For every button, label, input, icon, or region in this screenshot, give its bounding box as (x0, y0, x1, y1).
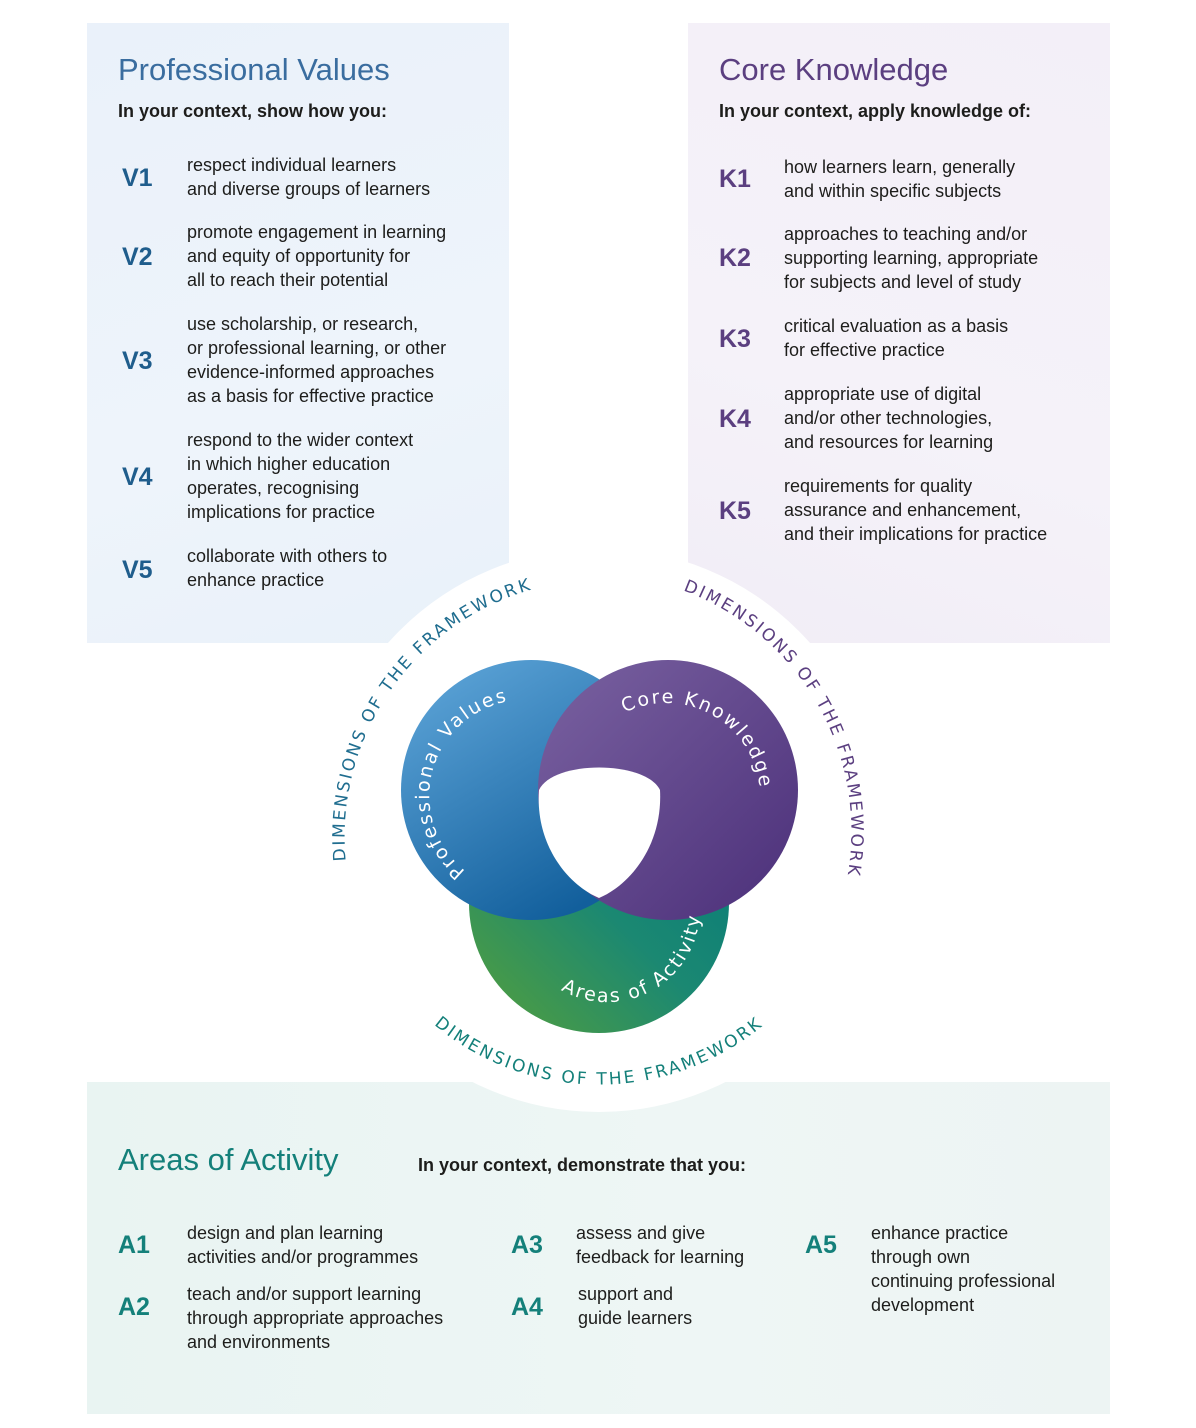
k2-code: K2 (719, 244, 751, 272)
diagram-center-hole (538, 767, 661, 898)
v1-text: respect individual learners and diverse … (187, 155, 431, 199)
k5-code: K5 (719, 497, 751, 525)
areas-of-activity-subtitle: In your context, demonstrate that you: (418, 1155, 747, 1175)
professional-values-panel: Professional Values In your context, sho… (87, 23, 509, 643)
v4-code: V4 (122, 463, 153, 491)
core-knowledge-title: Core Knowledge (719, 52, 949, 87)
a3-code: A3 (511, 1231, 543, 1259)
a5-text: enhance practice through own continuing … (871, 1223, 1056, 1315)
k4-code: K4 (719, 405, 751, 433)
a4-code: A4 (511, 1293, 543, 1321)
a1-code: A1 (118, 1231, 150, 1259)
k1-text: how learners learn, generally and within… (784, 157, 1016, 201)
v3-code: V3 (122, 347, 153, 375)
v1-code: V1 (122, 164, 153, 192)
a3-text: assess and give feedback for learning (576, 1223, 745, 1267)
v4-text: respond to the wider context in which hi… (187, 430, 414, 522)
a2-text: teach and/or support learning through ap… (187, 1284, 444, 1352)
k3-code: K3 (719, 325, 751, 353)
a5-code: A5 (805, 1231, 837, 1259)
v2-text: promote engagement in learning and equit… (187, 222, 447, 290)
v5-text: collaborate with others to enhance pract… (187, 546, 388, 590)
k2-text: approaches to teaching and/or supporting… (784, 224, 1039, 292)
core-knowledge-subtitle: In your context, apply knowledge of: (719, 101, 1032, 121)
v2-code: V2 (122, 243, 153, 271)
a4-text: support and guide learners (578, 1284, 693, 1328)
areas-of-activity-panel: Areas of Activity In your context, demon… (87, 1082, 1110, 1414)
areas-of-activity-title: Areas of Activity (118, 1142, 339, 1177)
core-knowledge-panel: Core Knowledge In your context, apply kn… (688, 23, 1110, 643)
k5-text: requirements for quality assurance and e… (784, 476, 1048, 544)
professional-values-subtitle: In your context, show how you: (118, 101, 388, 121)
a2-code: A2 (118, 1293, 150, 1321)
k4-text: appropriate use of digital and/or other … (784, 384, 994, 452)
k1-code: K1 (719, 165, 751, 193)
k3-text: critical evaluation as a basis for effec… (784, 316, 1009, 360)
professional-values-title: Professional Values (118, 52, 390, 87)
a1-text: design and plan learning activities and/… (187, 1223, 419, 1267)
v5-code: V5 (122, 556, 153, 584)
v3-text: use scholarship, or research, or profess… (187, 314, 447, 406)
